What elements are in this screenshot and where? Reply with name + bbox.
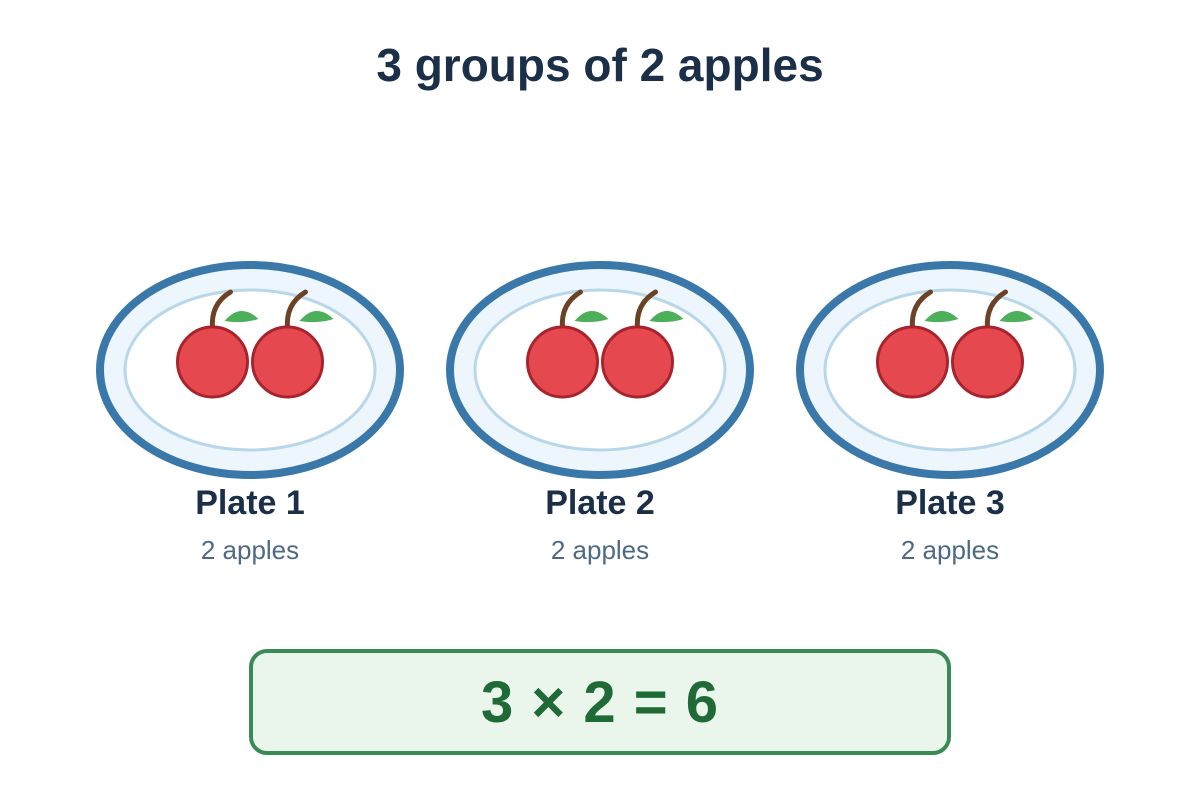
apple-body xyxy=(951,325,1024,399)
apple-stem xyxy=(209,289,233,331)
plate-inner-ring xyxy=(473,288,727,452)
apple-icon xyxy=(176,289,259,399)
apple-icon xyxy=(951,289,1034,399)
apple-icon xyxy=(526,289,609,399)
apple-icon xyxy=(601,289,684,399)
plate-3 xyxy=(796,261,1104,479)
apple-body xyxy=(601,325,674,399)
plate-2-label: Plate 2 xyxy=(545,484,655,522)
apple-stem xyxy=(909,289,933,331)
apple-leaf xyxy=(924,310,959,323)
plate-2-count: 2 apples xyxy=(550,535,650,565)
apple-stem xyxy=(559,289,583,331)
apple-stem xyxy=(634,289,658,331)
plate-3-label: Plate 3 xyxy=(895,484,1005,522)
equation-text: 3 × 2 = 6 xyxy=(481,669,719,735)
plate-inner-ring xyxy=(823,288,1077,452)
apple-leaf xyxy=(224,310,259,323)
apple-body xyxy=(251,325,324,399)
plate-1-label: Plate 1 xyxy=(195,484,305,522)
apple-body xyxy=(176,325,249,399)
apple-leaf xyxy=(649,310,684,323)
plate-3-count: 2 apples xyxy=(900,535,1000,565)
apple-leaf xyxy=(574,310,609,323)
plate-1 xyxy=(96,261,404,479)
plate-2 xyxy=(446,261,754,479)
plate-inner-ring xyxy=(123,288,377,452)
apple-leaf xyxy=(299,310,334,323)
apple-body xyxy=(876,325,949,399)
diagram-title: 3 groups of 2 apples xyxy=(376,39,824,91)
apple-icon xyxy=(876,289,959,399)
equation-box: 3 × 2 = 6 xyxy=(249,649,951,755)
apple-icon xyxy=(251,289,334,399)
apple-leaf xyxy=(999,310,1034,323)
apple-stem xyxy=(284,289,308,331)
plate-1-count: 2 apples xyxy=(200,535,300,565)
apple-stem xyxy=(984,289,1008,331)
apple-body xyxy=(526,325,599,399)
